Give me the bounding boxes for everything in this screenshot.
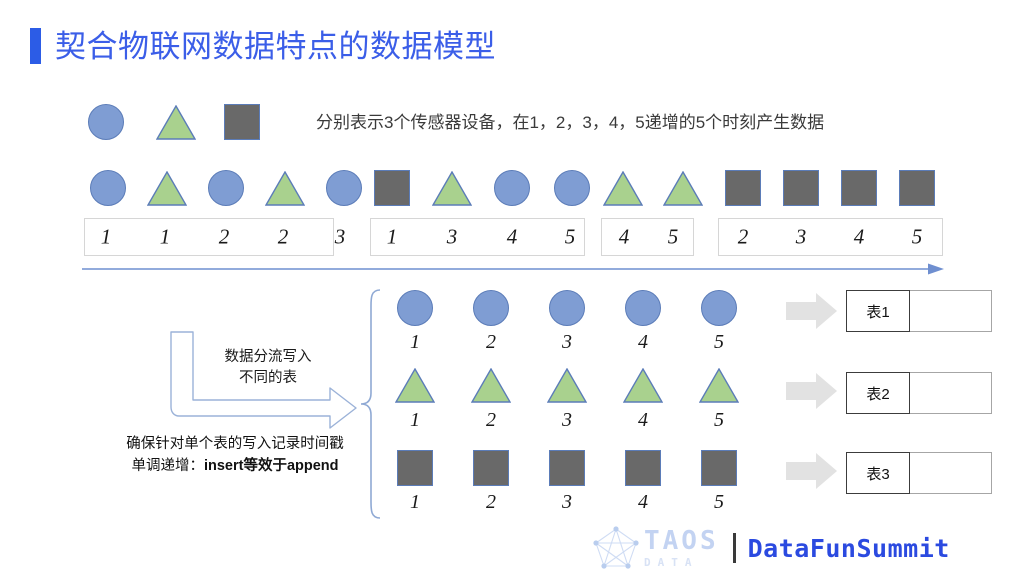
taos-brand-name: TAOS xyxy=(644,526,719,556)
split-item: 4 xyxy=(620,368,666,432)
timeline-label: 1 xyxy=(159,224,171,249)
timeline-shape xyxy=(663,168,703,208)
legend-description: 分别表示3个传感器设备，在1，2，3，4，5递增的5个时刻产生数据 xyxy=(316,112,825,132)
timeline-label: 2 xyxy=(277,224,289,249)
split-item-label: 2 xyxy=(486,409,496,431)
split-item-label: 5 xyxy=(714,331,724,353)
split-annotation-1-line1: 数据分流写入 xyxy=(224,349,312,365)
legend-square-slot xyxy=(224,102,292,142)
split-item: 4 xyxy=(620,450,666,514)
timeline-shape xyxy=(147,168,187,208)
split-item-label: 3 xyxy=(562,331,572,353)
split-item-label: 4 xyxy=(638,409,648,431)
split-item: 2 xyxy=(468,290,514,354)
split-annotation-2-prefix: 单调递增： xyxy=(131,457,204,474)
logo-divider xyxy=(732,533,736,563)
split-annotation-2-line1: 确保针对单个表的写入记录时间戳 xyxy=(126,436,344,452)
split-annotation-1-line2: 不同的表 xyxy=(239,370,297,387)
split-item: 1 xyxy=(392,450,438,514)
triangle-icon xyxy=(156,104,196,140)
split-item: 4 xyxy=(620,290,666,354)
grouping-brace xyxy=(360,289,381,519)
split-item-label: 1 xyxy=(410,491,420,513)
timeline-label: 3 xyxy=(795,224,807,249)
legend: 分别表示3个传感器设备，在1，2，3，4，5递增的5个时刻产生数据 xyxy=(88,102,824,142)
split-item: 5 xyxy=(696,290,742,354)
flow-arrow-icon xyxy=(786,453,837,489)
timeline-labels-group-1: 1 1 2 2 3 xyxy=(84,218,345,256)
split-item-label: 3 xyxy=(562,409,572,431)
split-item-label: 5 xyxy=(714,491,724,513)
split-item-label: 4 xyxy=(638,491,648,513)
split-item: 3 xyxy=(544,368,590,432)
split-item: 3 xyxy=(544,450,590,514)
split-item-label: 1 xyxy=(410,409,420,431)
timeline-shape xyxy=(603,168,643,208)
split-item-label: 3 xyxy=(562,491,572,513)
timeline-label: 4 xyxy=(506,224,518,249)
timeline-labels-group-2: 1 3 4 5 xyxy=(370,218,585,256)
timeline-label: 1 xyxy=(100,224,112,249)
timeline-shape xyxy=(88,168,128,208)
timeline-label: 4 xyxy=(853,224,865,249)
timeline-shape xyxy=(552,168,592,208)
timeline-label: 3 xyxy=(446,224,458,249)
split-annotation-1: 数据分流写入 不同的表 xyxy=(198,347,338,389)
footer-logo: TAOS DATA DataFunSummit xyxy=(592,524,950,572)
title-accent-bar xyxy=(30,28,41,64)
taos-brand-sub: DATA xyxy=(644,556,699,569)
split-elbow-arrow-icon xyxy=(170,331,357,429)
table-3-label: 表3 xyxy=(846,452,910,494)
pentagon-network-icon xyxy=(593,526,639,569)
split-annotation-2-bold: insert等效于append xyxy=(203,457,339,474)
timeline-label: 2 xyxy=(218,224,230,249)
timeline-label: 1 xyxy=(386,224,398,249)
table-2-label: 表2 xyxy=(846,372,910,414)
square-icon xyxy=(224,104,260,140)
flow-arrow-icon xyxy=(786,293,837,329)
timeline-arrow-icon xyxy=(82,263,944,275)
split-item: 5 xyxy=(696,368,742,432)
split-item-label: 2 xyxy=(486,491,496,513)
split-item: 5 xyxy=(696,450,742,514)
circle-icon xyxy=(88,104,124,140)
flow-arrow-icon xyxy=(786,373,837,409)
split-item-label: 1 xyxy=(410,331,420,353)
table-1-label: 表1 xyxy=(846,290,910,332)
timeline-shape xyxy=(324,168,364,208)
page-title: 契合物联网数据特点的数据模型 xyxy=(30,28,496,64)
timeline-shape xyxy=(723,168,763,208)
split-item-label: 4 xyxy=(638,331,648,353)
timeline-shape xyxy=(781,168,821,208)
split-annotation-2: 确保针对单个表的写入记录时间戳 单调递增：insert等效于append xyxy=(100,434,370,478)
timeline-shape xyxy=(839,168,879,208)
split-item: 2 xyxy=(468,450,514,514)
timeline-label: 3 xyxy=(334,224,346,249)
event-name: DataFunSummit xyxy=(747,533,950,563)
taos-wordmark: TAOS DATA xyxy=(644,528,719,568)
page-title-text: 契合物联网数据特点的数据模型 xyxy=(55,28,496,64)
timeline-shape xyxy=(897,168,937,208)
split-annotation-2-line2: 单调递增：insert等效于append xyxy=(100,456,370,478)
split-item: 2 xyxy=(468,368,514,432)
timeline-label: 4 xyxy=(618,224,630,249)
split-item: 1 xyxy=(392,290,438,354)
timeline-labels-group-3: 4 5 xyxy=(601,218,694,256)
timeline-shape xyxy=(206,168,246,208)
split-item: 3 xyxy=(544,290,590,354)
timeline-label: 2 xyxy=(737,224,749,249)
timeline-shape xyxy=(492,168,532,208)
timeline-shape xyxy=(432,168,472,208)
split-item-label: 2 xyxy=(486,331,496,353)
timeline-shape xyxy=(372,168,412,208)
timeline-label: 5 xyxy=(667,224,679,249)
timeline-shape xyxy=(265,168,305,208)
split-item-label: 5 xyxy=(714,409,724,431)
timeline-label: 5 xyxy=(911,224,923,249)
split-item: 1 xyxy=(392,368,438,432)
legend-circle-slot xyxy=(88,102,156,142)
timeline-label: 5 xyxy=(564,224,576,249)
legend-triangle-slot xyxy=(156,102,224,142)
timeline-labels-group-4: 2 3 4 5 xyxy=(718,218,943,256)
